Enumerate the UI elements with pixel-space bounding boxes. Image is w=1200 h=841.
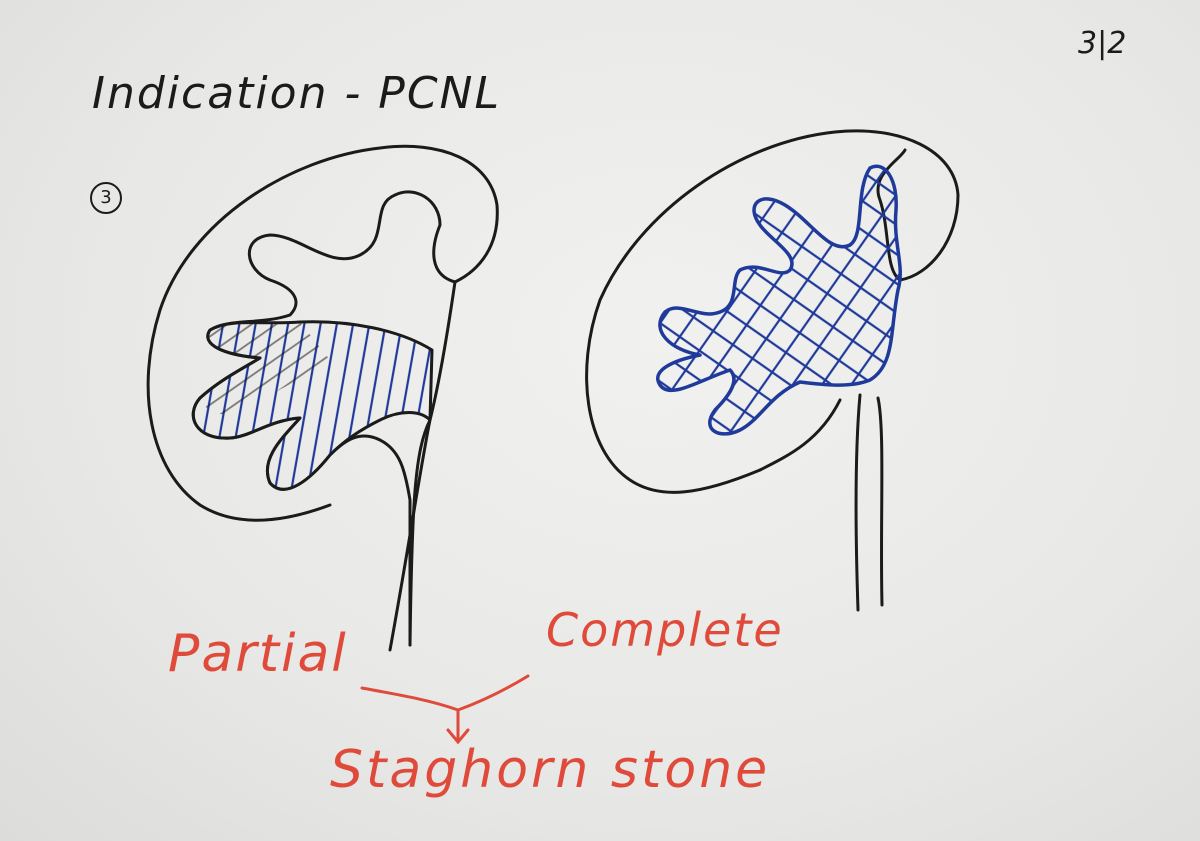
- ureter-left-inner: [408, 418, 432, 647]
- arrow-from-partial: [360, 686, 460, 712]
- ureter-left-outer: [388, 280, 457, 652]
- ureter-right-outer: [854, 393, 862, 612]
- kidney-outline-right: [585, 129, 960, 494]
- label-complete: Complete: [546, 603, 784, 657]
- ureter-right-inner: [876, 396, 884, 607]
- complete-stone: [656, 164, 902, 436]
- kidney-complete-staghorn: [585, 129, 960, 612]
- label-partial: Partial: [168, 624, 348, 684]
- arrow-from-complete: [456, 674, 530, 712]
- convergence-arrows: [360, 674, 530, 745]
- arrow-head-icon: [446, 728, 470, 745]
- item-number-circle: 3: [90, 182, 122, 214]
- calyx-lower-right: [758, 398, 842, 472]
- kidney-outline-left: [146, 144, 499, 522]
- page-number: 3|2: [1078, 26, 1127, 61]
- label-staghorn-stone: Staghorn stone: [330, 740, 771, 800]
- kidney-partial-staghorn: [146, 144, 499, 652]
- page-title: Indication - PCNL: [92, 68, 501, 119]
